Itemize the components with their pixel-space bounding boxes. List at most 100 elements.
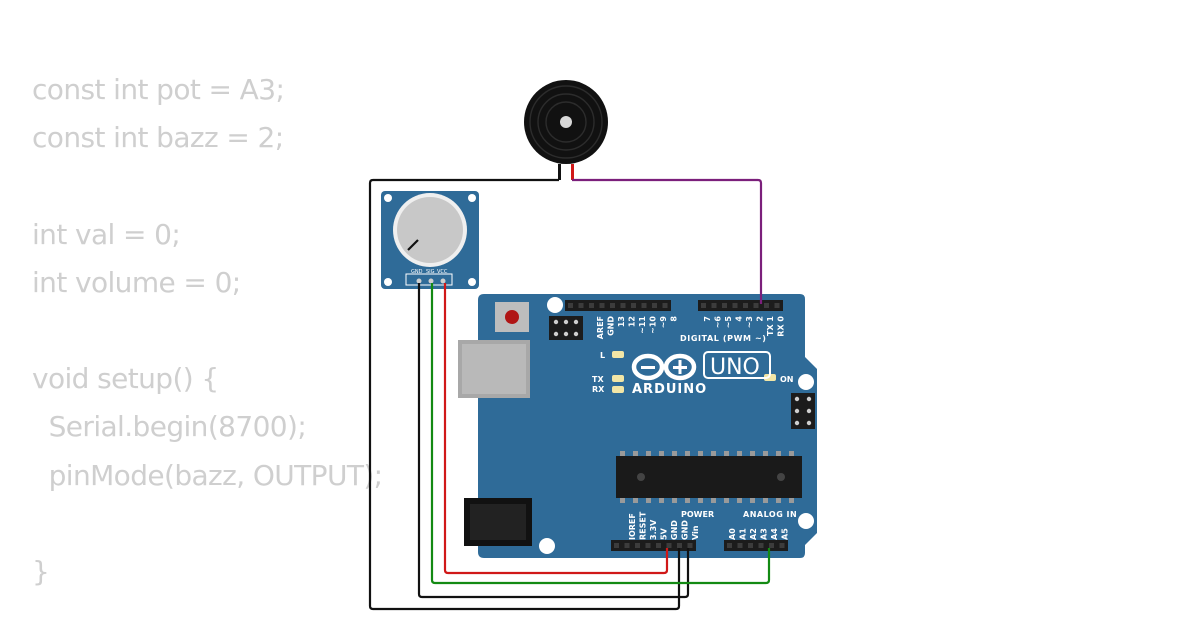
power-pin-socket[interactable] <box>677 543 682 548</box>
digital-pin-socket[interactable] <box>631 303 636 308</box>
power-pin-socket[interactable] <box>614 543 619 548</box>
pin-label: A1 <box>739 528 748 540</box>
digital-pin-socket[interactable] <box>743 303 748 308</box>
icsp-header-right <box>791 393 815 429</box>
pin-label: GND <box>670 520 679 540</box>
digital-pin-socket[interactable] <box>641 303 647 308</box>
digital-pin-socket[interactable] <box>620 303 626 308</box>
led-rx <box>612 386 624 393</box>
analog-header <box>724 540 788 551</box>
pin-label: 4 <box>735 316 744 322</box>
pin-label: 7 <box>703 316 712 322</box>
wire-pot-gnd[interactable] <box>417 283 690 599</box>
code-line: pinMode(bazz, OUTPUT); <box>32 458 384 492</box>
uno-badge <box>703 351 771 379</box>
pot-pin-gnd: GND <box>411 269 423 275</box>
pin-label: 3.3V <box>649 519 658 540</box>
knob-indicator <box>407 239 419 251</box>
led-l-label: L <box>600 351 605 360</box>
pin-label: RESET <box>639 511 648 540</box>
digital-pin-socket[interactable] <box>652 303 657 308</box>
mounting-hole <box>798 374 814 390</box>
power-label: POWER <box>681 510 714 519</box>
digital-pin-socket[interactable] <box>701 303 706 308</box>
power-pin-socket[interactable] <box>656 543 661 548</box>
pin-label: A0 <box>728 528 737 540</box>
digital-pin-socket[interactable] <box>732 303 738 308</box>
code-line: void setup() { <box>32 362 219 396</box>
power-pin-socket[interactable] <box>624 543 630 548</box>
analog-pin-socket[interactable] <box>779 543 785 548</box>
analog-pin-socket[interactable] <box>758 543 764 548</box>
analog-pin-socket[interactable] <box>769 543 774 548</box>
wire-buzzer-pin2[interactable] <box>572 178 763 304</box>
icsp-header-top <box>549 316 583 340</box>
wire-pot-sig-a3[interactable] <box>430 283 771 585</box>
pin-label: 12 <box>628 316 637 327</box>
pin-label: ~11 <box>638 316 647 334</box>
power-pin-socket[interactable] <box>645 543 651 548</box>
pin-label: A3 <box>760 528 769 540</box>
pin-label: 2 <box>756 316 765 322</box>
pin-label: ~5 <box>724 316 733 329</box>
wire-buzzer-gnd[interactable] <box>368 178 681 611</box>
reset-button-cap[interactable] <box>505 310 519 324</box>
code-line: Serial.begin(8700); <box>32 410 307 444</box>
pin-label: GND <box>681 520 690 540</box>
digital-pin-socket[interactable] <box>610 303 615 308</box>
led-rx-label: RX <box>592 385 605 394</box>
led-tx <box>612 375 624 382</box>
pin-label: A2 <box>749 528 758 540</box>
code-line: int volume = 0; <box>32 265 241 299</box>
analog-pin-socket[interactable] <box>748 543 753 548</box>
power-pin-socket[interactable] <box>635 543 640 548</box>
analog-pin-socket[interactable] <box>737 543 743 548</box>
code-line: int val = 0; <box>32 217 181 251</box>
digital-pin-socket[interactable] <box>774 303 780 308</box>
power-pin-socket[interactable] <box>666 543 672 548</box>
digital-pin-socket[interactable] <box>711 303 717 308</box>
digital-pin-socket[interactable] <box>662 303 668 308</box>
potentiometer-knob[interactable] <box>397 197 463 263</box>
pin-label: RX 0 <box>777 316 786 337</box>
wire-pot-vcc-5v[interactable] <box>443 283 669 575</box>
led-tx-label: TX <box>592 375 604 384</box>
pin-label: TX 1 <box>766 316 775 336</box>
pin-label: 8 <box>670 316 679 322</box>
digital-pin-socket[interactable] <box>753 303 759 308</box>
pin-label: AREF <box>596 316 605 339</box>
buzzer-lead-positive <box>571 164 574 180</box>
buzzer[interactable] <box>524 80 608 180</box>
pin-label: A5 <box>781 528 790 540</box>
uno-label: UNO <box>710 355 760 380</box>
arduino-logo <box>631 353 697 381</box>
arduino-logo-text: ARDUINO <box>632 382 707 397</box>
mounting-hole <box>547 297 563 313</box>
pin-label: 5V <box>660 527 669 540</box>
digital-pin-socket[interactable] <box>589 303 594 308</box>
digital-pin-socket[interactable] <box>722 303 727 308</box>
pin-label: Vin <box>691 525 700 540</box>
potentiometer-module[interactable]: GND SIG VCC <box>381 191 479 289</box>
buzzer-lead-negative <box>558 164 561 180</box>
pin-label: ~6 <box>714 316 723 329</box>
power-pin-socket[interactable] <box>687 543 693 548</box>
pin-label: ~10 <box>649 316 658 334</box>
digital-pwm-label: DIGITAL (PWM ~) <box>680 334 767 343</box>
digital-pin-socket[interactable] <box>578 303 584 308</box>
pot-pin-sig: SIG <box>426 269 435 275</box>
pot-pin-vcc: VCC <box>437 269 448 275</box>
analog-pin-socket[interactable] <box>727 543 732 548</box>
code-editor: const int pot = A3;const int bazz = 2;in… <box>32 66 383 596</box>
pin-label: A4 <box>770 528 779 540</box>
digital-pin-socket[interactable] <box>568 303 573 308</box>
digital-header-right <box>698 300 783 311</box>
on-label: ON <box>780 375 794 384</box>
digital-pin-socket[interactable] <box>599 303 605 308</box>
digital-pin-socket[interactable] <box>764 303 769 308</box>
